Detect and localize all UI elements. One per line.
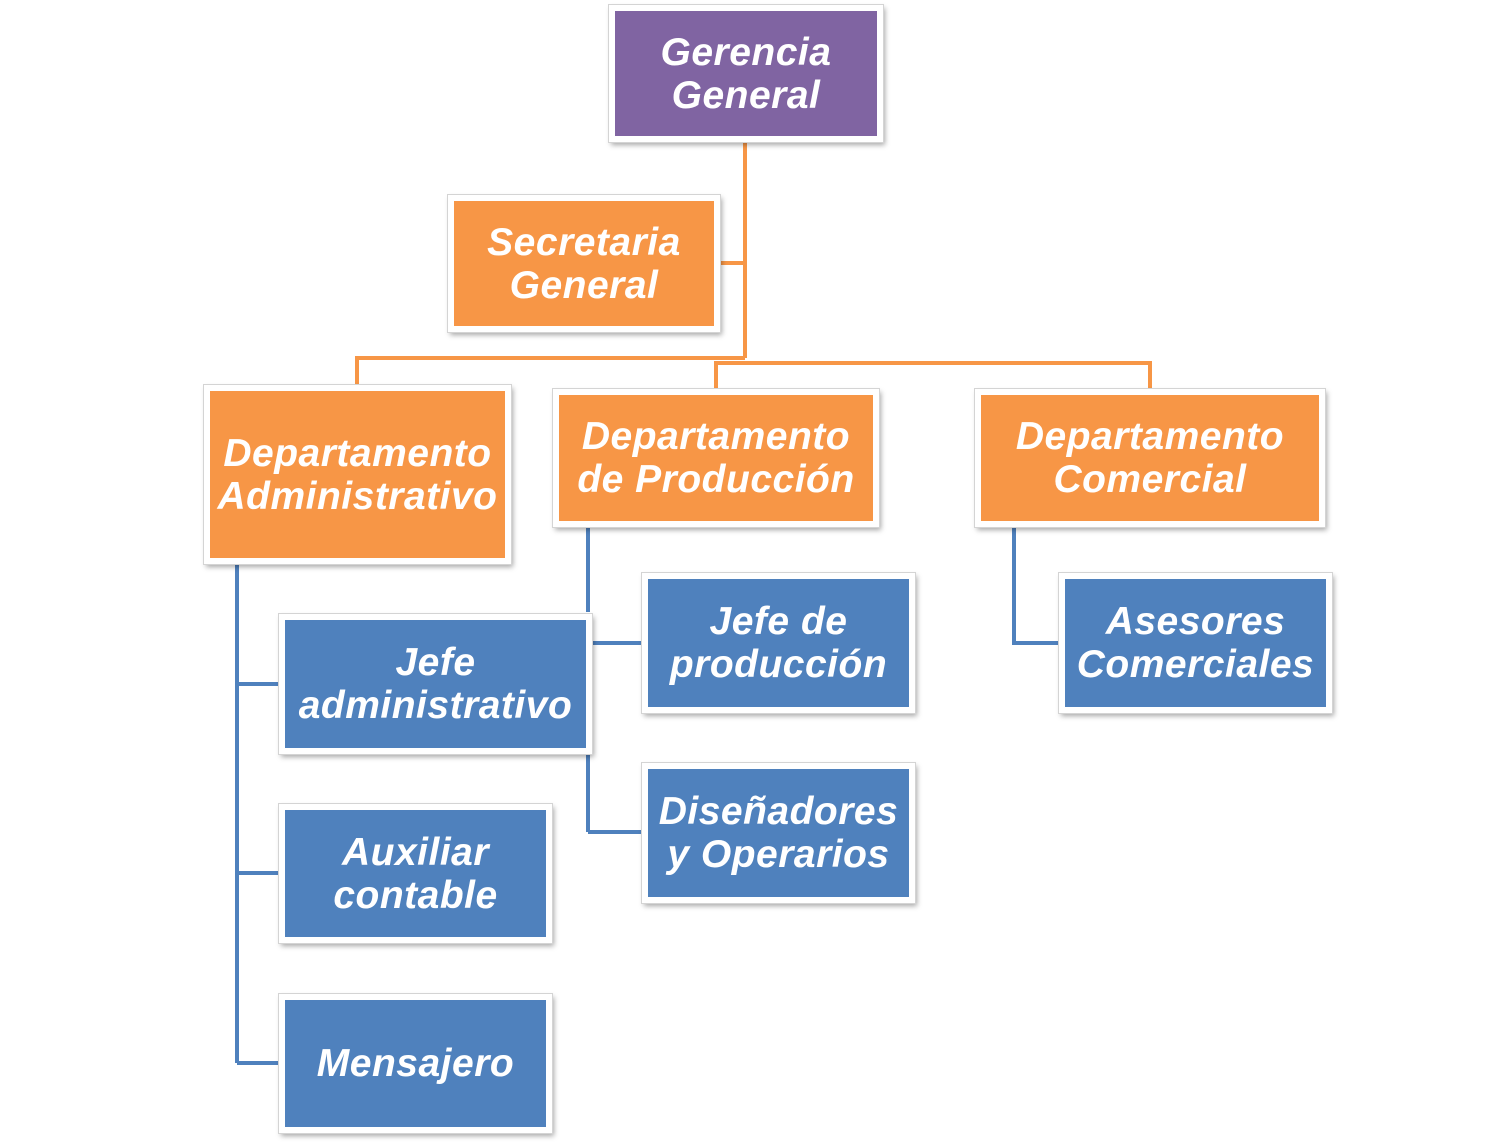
orange-connector-lines: [355, 142, 1152, 391]
node-secretaria-general: Secretaria General: [448, 195, 720, 332]
node-departamento-comercial: Departamento Comercial: [975, 389, 1325, 527]
blue-connector-lines: [235, 526, 1061, 1065]
node-mensajero: Mensajero: [279, 994, 552, 1133]
node-disenadores-y-operarios: Diseñadores y Operarios: [642, 763, 915, 903]
node-departamento-produccion: Departamento de Producción: [553, 389, 879, 527]
node-asesores-comerciales: Asesores Comerciales: [1059, 573, 1332, 713]
connector-departments-bar: [357, 356, 1150, 365]
node-auxiliar-contable: Auxiliar contable: [279, 804, 552, 943]
node-gerencia-general: Gerencia General: [609, 5, 883, 142]
node-jefe-de-produccion: Jefe de producción: [642, 573, 915, 713]
connector-com-trunk: [1012, 526, 1061, 645]
node-departamento-administrativo: Departamento Administrativo: [204, 385, 511, 564]
node-jefe-administrativo: Jefe administrativo: [279, 614, 592, 754]
